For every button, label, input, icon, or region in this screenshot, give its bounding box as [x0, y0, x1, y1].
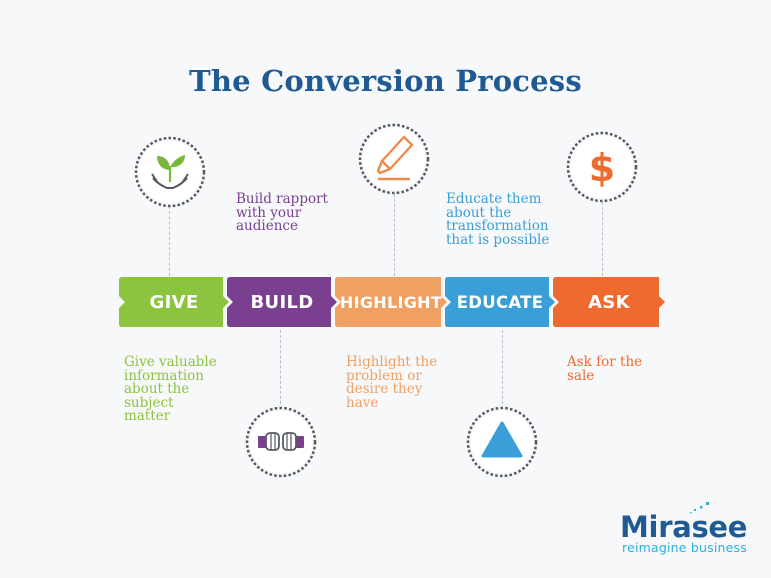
connector-build [280, 330, 281, 404]
fist-bump-icon [245, 406, 317, 478]
plant-hands-badge [134, 136, 206, 208]
connector-ask [602, 202, 603, 276]
step-build-description: Build rapport with your audience [236, 191, 328, 234]
step-build-label: BUILD [250, 291, 314, 313]
fist-bump-badge [245, 406, 317, 478]
dollar-sign-icon: $ [566, 131, 638, 203]
step-give-description: Give valuable information about the subj… [124, 354, 217, 424]
step-educate-label: EDUCATE [456, 292, 544, 312]
step-highlight-label: HIGHLIGHT [339, 292, 443, 312]
step-give-label: GIVE [149, 291, 199, 313]
step-build: BUILD [227, 277, 337, 327]
connector-highlight [394, 194, 395, 276]
step-educate-fill [445, 277, 555, 327]
step-build-shape [227, 277, 337, 327]
step-highlight: HIGHLIGHT [335, 277, 447, 327]
page-title: The Conversion Process [189, 64, 582, 98]
highlighter-badge [358, 123, 430, 195]
step-educate-description: Educate them about the transformation th… [446, 191, 550, 248]
connector-give [169, 206, 170, 276]
step-highlight-description: Highlight the problem or desire they hav… [346, 354, 438, 411]
step-educate-shape [445, 277, 555, 327]
connector-educate [502, 330, 503, 404]
step-give-fill [119, 277, 229, 327]
step-give: GIVE [119, 277, 229, 327]
logo-name: Mirasee [620, 510, 748, 544]
triangle-icon [466, 406, 538, 478]
step-build-fill [227, 277, 337, 327]
step-highlight-fill [335, 277, 447, 327]
plant-hands-icon [134, 136, 206, 208]
triangle-badge [466, 406, 538, 478]
step-ask-description: Ask for the sale [567, 354, 643, 384]
svg-text:$: $ [589, 146, 615, 190]
dollar-sign-badge: $ [566, 131, 638, 203]
step-ask-shape [553, 277, 665, 327]
step-give-shape [119, 277, 229, 327]
step-ask-label: ASK [588, 291, 630, 313]
step-ask-fill [553, 277, 665, 327]
step-highlight-shape [335, 277, 447, 327]
logo-sparkle-icon [690, 502, 709, 514]
highlighter-icon [358, 123, 430, 195]
step-educate: EDUCATE [445, 277, 555, 327]
step-ask: ASK [553, 277, 665, 327]
logo-tagline: reimagine business [622, 540, 747, 555]
